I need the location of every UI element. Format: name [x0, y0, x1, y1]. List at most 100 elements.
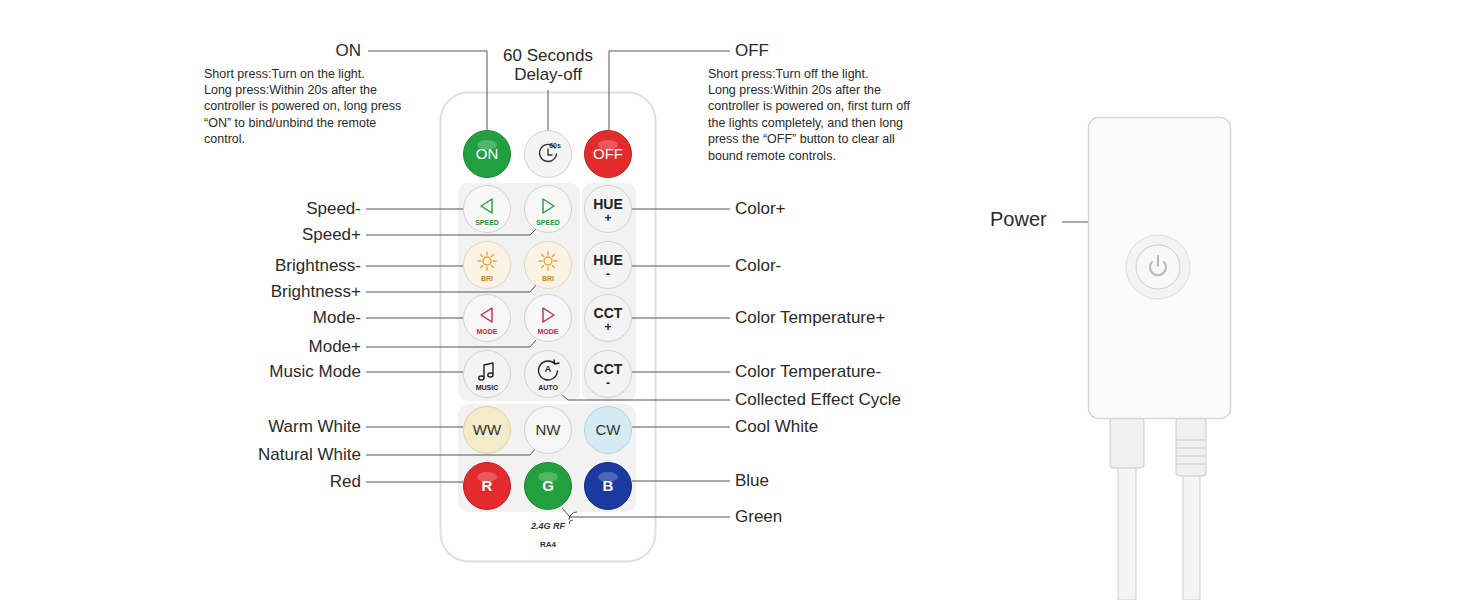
button-label: G: [524, 477, 572, 495]
illustration-part: [1150, 256, 1166, 275]
illustration-part: [366, 448, 536, 455]
illustration-part: [368, 51, 487, 130]
remote-button: B: [584, 462, 632, 510]
button-label: OFF: [584, 145, 632, 163]
button-icon: [539, 252, 557, 270]
button-label: SPEED: [463, 219, 511, 227]
button-label: CCT: [584, 305, 632, 322]
illustration-part: [458, 404, 636, 512]
button-label: MODE: [463, 328, 511, 336]
button-face: [585, 295, 632, 342]
illustration-part: [1089, 118, 1231, 419]
note-text: Short press:Turn on the light.: [204, 66, 409, 82]
remote-button: CCT-: [584, 350, 632, 398]
button-label: CCT: [584, 361, 632, 378]
illustration-part: [1176, 418, 1206, 476]
illustration-part: [632, 427, 730, 428]
callout-label: Music Mode: [269, 362, 361, 382]
button-face: [464, 463, 511, 510]
illustration-part: [366, 266, 463, 267]
callout-label: Color-: [735, 256, 781, 276]
callout-label: Mode-: [313, 308, 361, 328]
button-shape: [524, 130, 572, 178]
illustration-part: [366, 285, 536, 292]
callout-label: Color+: [735, 199, 786, 219]
illustration-part: [441, 93, 656, 562]
callout-label: Collected Effect Cycle: [735, 390, 901, 410]
button-face: [585, 351, 632, 398]
remote-button: ON: [463, 130, 511, 178]
button-face: [525, 186, 572, 233]
illustration-part: [632, 372, 730, 373]
button-label: MODE: [524, 328, 572, 336]
remote-button: MODE: [524, 294, 572, 342]
button-label: R: [463, 477, 511, 495]
button-face: [525, 242, 572, 289]
illustration-part: [1118, 466, 1136, 600]
button-face: [525, 131, 572, 178]
callout-label: 60 Seconds Delay-off: [488, 46, 608, 84]
remote-button: G: [524, 462, 572, 510]
illustration-part: [562, 395, 730, 400]
callout-label: Green: [735, 507, 782, 527]
button-icon: [478, 252, 496, 270]
remote-button: R: [463, 462, 511, 510]
remote-button: SPEED: [463, 185, 511, 233]
button-face: [464, 351, 511, 398]
note-text: Long press:Within 20s after the controll…: [708, 82, 926, 164]
illustration-part: [1136, 245, 1180, 289]
button-label: AUTO: [524, 384, 572, 392]
button-icon: [479, 363, 493, 380]
remote-button: BRI: [463, 241, 511, 289]
controller-box: [1089, 118, 1231, 600]
illustration-part: [582, 183, 636, 401]
remote-button: A AUTO: [524, 350, 572, 398]
button-label: NW: [524, 421, 572, 439]
remote-button: WW: [463, 406, 511, 454]
leader-lines: [366, 51, 1139, 517]
callout-label: Speed-: [306, 199, 361, 219]
callout-label: Mode+: [309, 337, 361, 357]
remote-button: CCT+: [584, 294, 632, 342]
illustration-part: [366, 340, 536, 347]
illustration-part: [562, 508, 730, 517]
button-face: [525, 351, 572, 398]
button-icon: [543, 308, 554, 322]
button-label: HUE: [584, 196, 632, 213]
illustration-part: [366, 482, 463, 483]
illustration-part: [1110, 418, 1144, 468]
illustration-part: [632, 209, 730, 210]
note-text: Short press:Turn off the light.: [708, 66, 926, 82]
remote-button: HUE+: [584, 185, 632, 233]
button-label: A: [524, 364, 572, 375]
button-face: [585, 242, 632, 289]
button-label: -: [584, 376, 632, 390]
remote-button: BRI: [524, 241, 572, 289]
button-face: [464, 295, 511, 342]
button-face: [585, 186, 632, 233]
button-label: -: [584, 267, 632, 281]
remote-button: HUE-: [584, 241, 632, 289]
button-label: BRI: [524, 275, 572, 283]
remote-button: NW: [524, 406, 572, 454]
button-label: +: [584, 211, 632, 225]
illustration-part: [1176, 440, 1206, 464]
button-face: [464, 407, 511, 454]
button-label: MUSIC: [463, 384, 511, 392]
button-face: [464, 242, 511, 289]
callout-label: Warm White: [268, 417, 361, 437]
remote-button: SPEED: [524, 185, 572, 233]
button-icon: [543, 199, 554, 213]
radio-label: 2.4G RF: [440, 521, 656, 532]
illustration-part: [366, 427, 463, 428]
illustration-part: [548, 90, 549, 130]
button-face: [585, 407, 632, 454]
button-label: SPEED: [524, 219, 572, 227]
callout-label: Brightness-: [275, 256, 361, 276]
callout-label: Natural White: [258, 445, 361, 465]
illustration-part: [632, 266, 730, 267]
button-label: WW: [463, 421, 511, 439]
callout-label: Color Temperature-: [735, 362, 881, 382]
button-label: B: [584, 477, 632, 495]
